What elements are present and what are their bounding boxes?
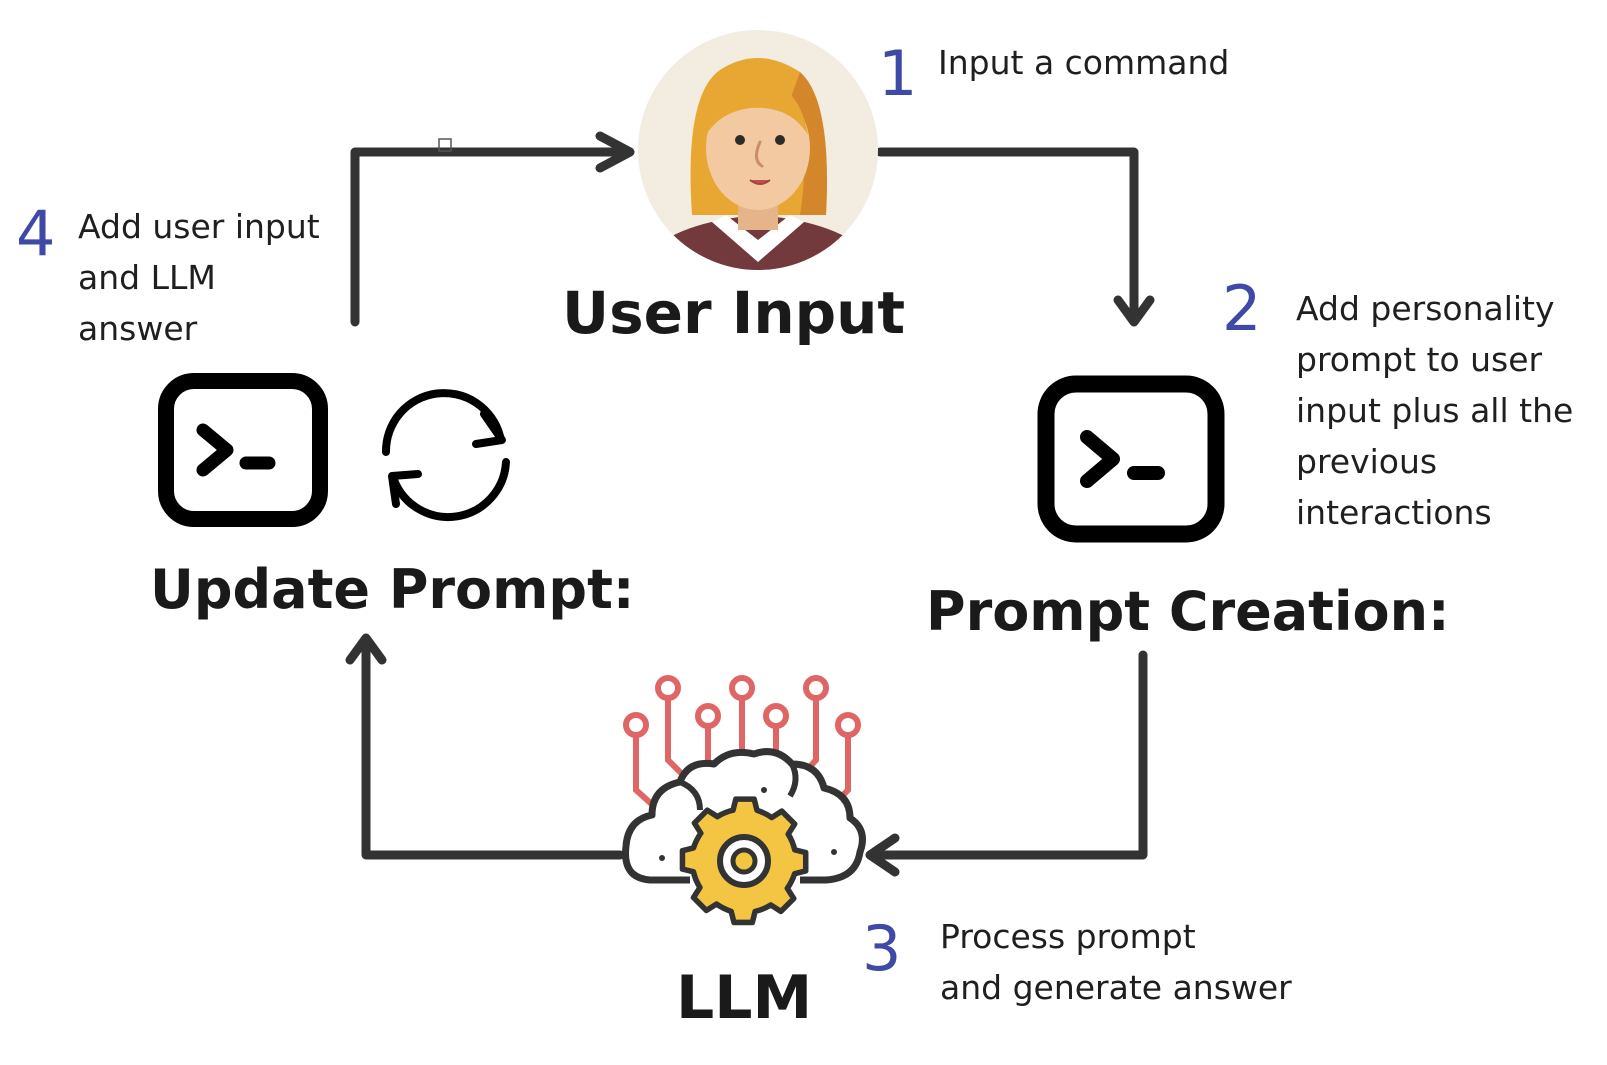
refresh-icon bbox=[381, 389, 510, 522]
brain-gear-icon bbox=[622, 675, 866, 926]
terminal-icon bbox=[1037, 375, 1225, 543]
user-avatar-icon bbox=[638, 30, 878, 270]
small-marker bbox=[438, 138, 452, 152]
step-4-line-3: answer bbox=[78, 309, 198, 348]
step-4: 4 Add user input and LLM answer bbox=[16, 197, 320, 348]
llm-title: LLM bbox=[676, 963, 812, 1033]
arrow-user-to-prompt bbox=[875, 147, 1155, 327]
step-2-line-4: previous bbox=[1296, 442, 1437, 481]
step-2-number: 2 bbox=[1222, 272, 1261, 345]
user-input-title: User Input bbox=[562, 279, 905, 347]
step-2: 2 Add personality prompt to user input p… bbox=[1222, 272, 1573, 532]
step-1-line-1: Input a command bbox=[938, 43, 1229, 82]
step-3-line-1: Process prompt bbox=[940, 917, 1196, 956]
prompt-creation-title: Prompt Creation: bbox=[926, 580, 1450, 643]
step-1: 1 Input a command bbox=[878, 37, 1229, 110]
arrow-update-to-user bbox=[350, 131, 635, 327]
update-prompt-title: Update Prompt: bbox=[150, 558, 634, 621]
step-1-number: 1 bbox=[878, 37, 917, 110]
step-4-line-2: and LLM bbox=[78, 258, 216, 297]
step-2-line-2: prompt to user bbox=[1296, 340, 1543, 379]
terminal-icon bbox=[158, 373, 328, 527]
step-3: 3 Process prompt and generate answer bbox=[862, 912, 1292, 1007]
arrow-prompt-to-llm bbox=[865, 650, 1148, 877]
step-4-number: 4 bbox=[16, 197, 55, 270]
step-2-line-1: Add personality bbox=[1296, 289, 1555, 328]
step-2-line-5: interactions bbox=[1296, 493, 1492, 532]
step-2-line-3: input plus all the bbox=[1296, 391, 1573, 430]
step-3-number: 3 bbox=[862, 912, 901, 985]
step-3-line-2: and generate answer bbox=[940, 968, 1292, 1007]
arrow-llm-to-update bbox=[345, 633, 625, 860]
step-4-line-1: Add user input bbox=[78, 207, 320, 246]
